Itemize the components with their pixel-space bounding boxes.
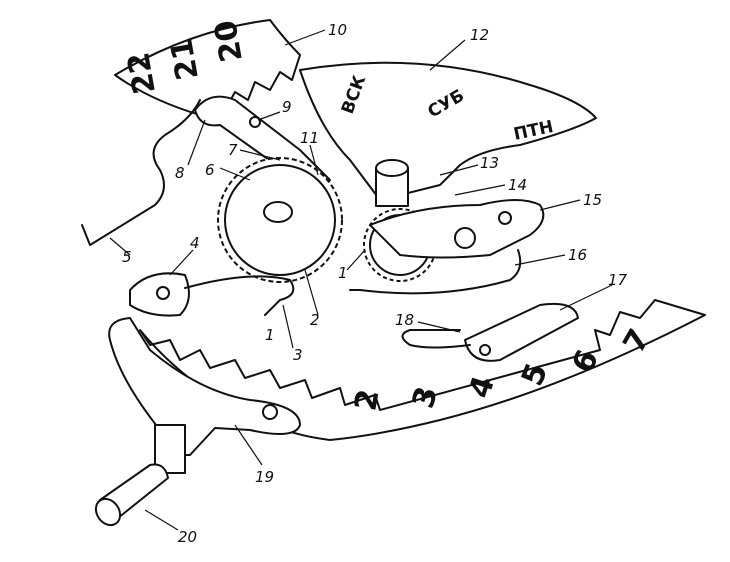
crown-end [94, 497, 122, 527]
gear-hub [263, 201, 293, 223]
lever-seventeen [464, 302, 579, 362]
callout-14: 14 [508, 176, 527, 194]
weekday-disk [299, 61, 597, 201]
date-upper-segment [114, 19, 301, 116]
callout-10: 10 [328, 21, 347, 39]
lever-four-hole [156, 286, 170, 300]
callout-12: 12 [470, 26, 489, 44]
callout-2: 2 [310, 311, 320, 329]
plate-hole-b [454, 227, 476, 249]
callout-19: 19 [255, 468, 274, 486]
plate-hole-a [498, 211, 512, 225]
callout-11: 11 [300, 129, 319, 147]
callout-5: 5 [122, 248, 132, 266]
spring-sixteen [349, 249, 522, 295]
callout-9: 9 [282, 98, 292, 116]
dial-numeral-22: 22 [121, 49, 163, 96]
callout-8: 8 [175, 164, 185, 182]
callout-15: 15 [583, 191, 602, 209]
dial-numeral-20: 20 [208, 17, 250, 64]
callout-16: 16 [568, 246, 587, 264]
callout-20: 20 [178, 528, 197, 546]
spring-five [81, 99, 201, 246]
callout-1b: 1 [265, 326, 275, 344]
callout-3: 3 [293, 346, 303, 364]
center-post-top [375, 159, 409, 177]
callout-4: 4 [190, 234, 200, 252]
callout-13: 13 [480, 154, 499, 172]
callout-7: 7 [228, 141, 238, 159]
callout-leaders [109, 29, 613, 531]
callout-6: 6 [205, 161, 215, 179]
callout-1: 1 [338, 264, 348, 282]
lever-hole [262, 404, 278, 420]
callout-17: 17 [608, 271, 628, 289]
lever-frame [108, 317, 301, 456]
dial-numeral-21: 21 [164, 35, 206, 82]
spring-three [184, 275, 295, 316]
spring-eighteen [401, 329, 471, 349]
lever-eight-hole [249, 116, 261, 128]
lever-seventeen-hole [479, 344, 491, 356]
callout-18: 18 [395, 311, 414, 329]
plate-fifteen [369, 199, 545, 259]
